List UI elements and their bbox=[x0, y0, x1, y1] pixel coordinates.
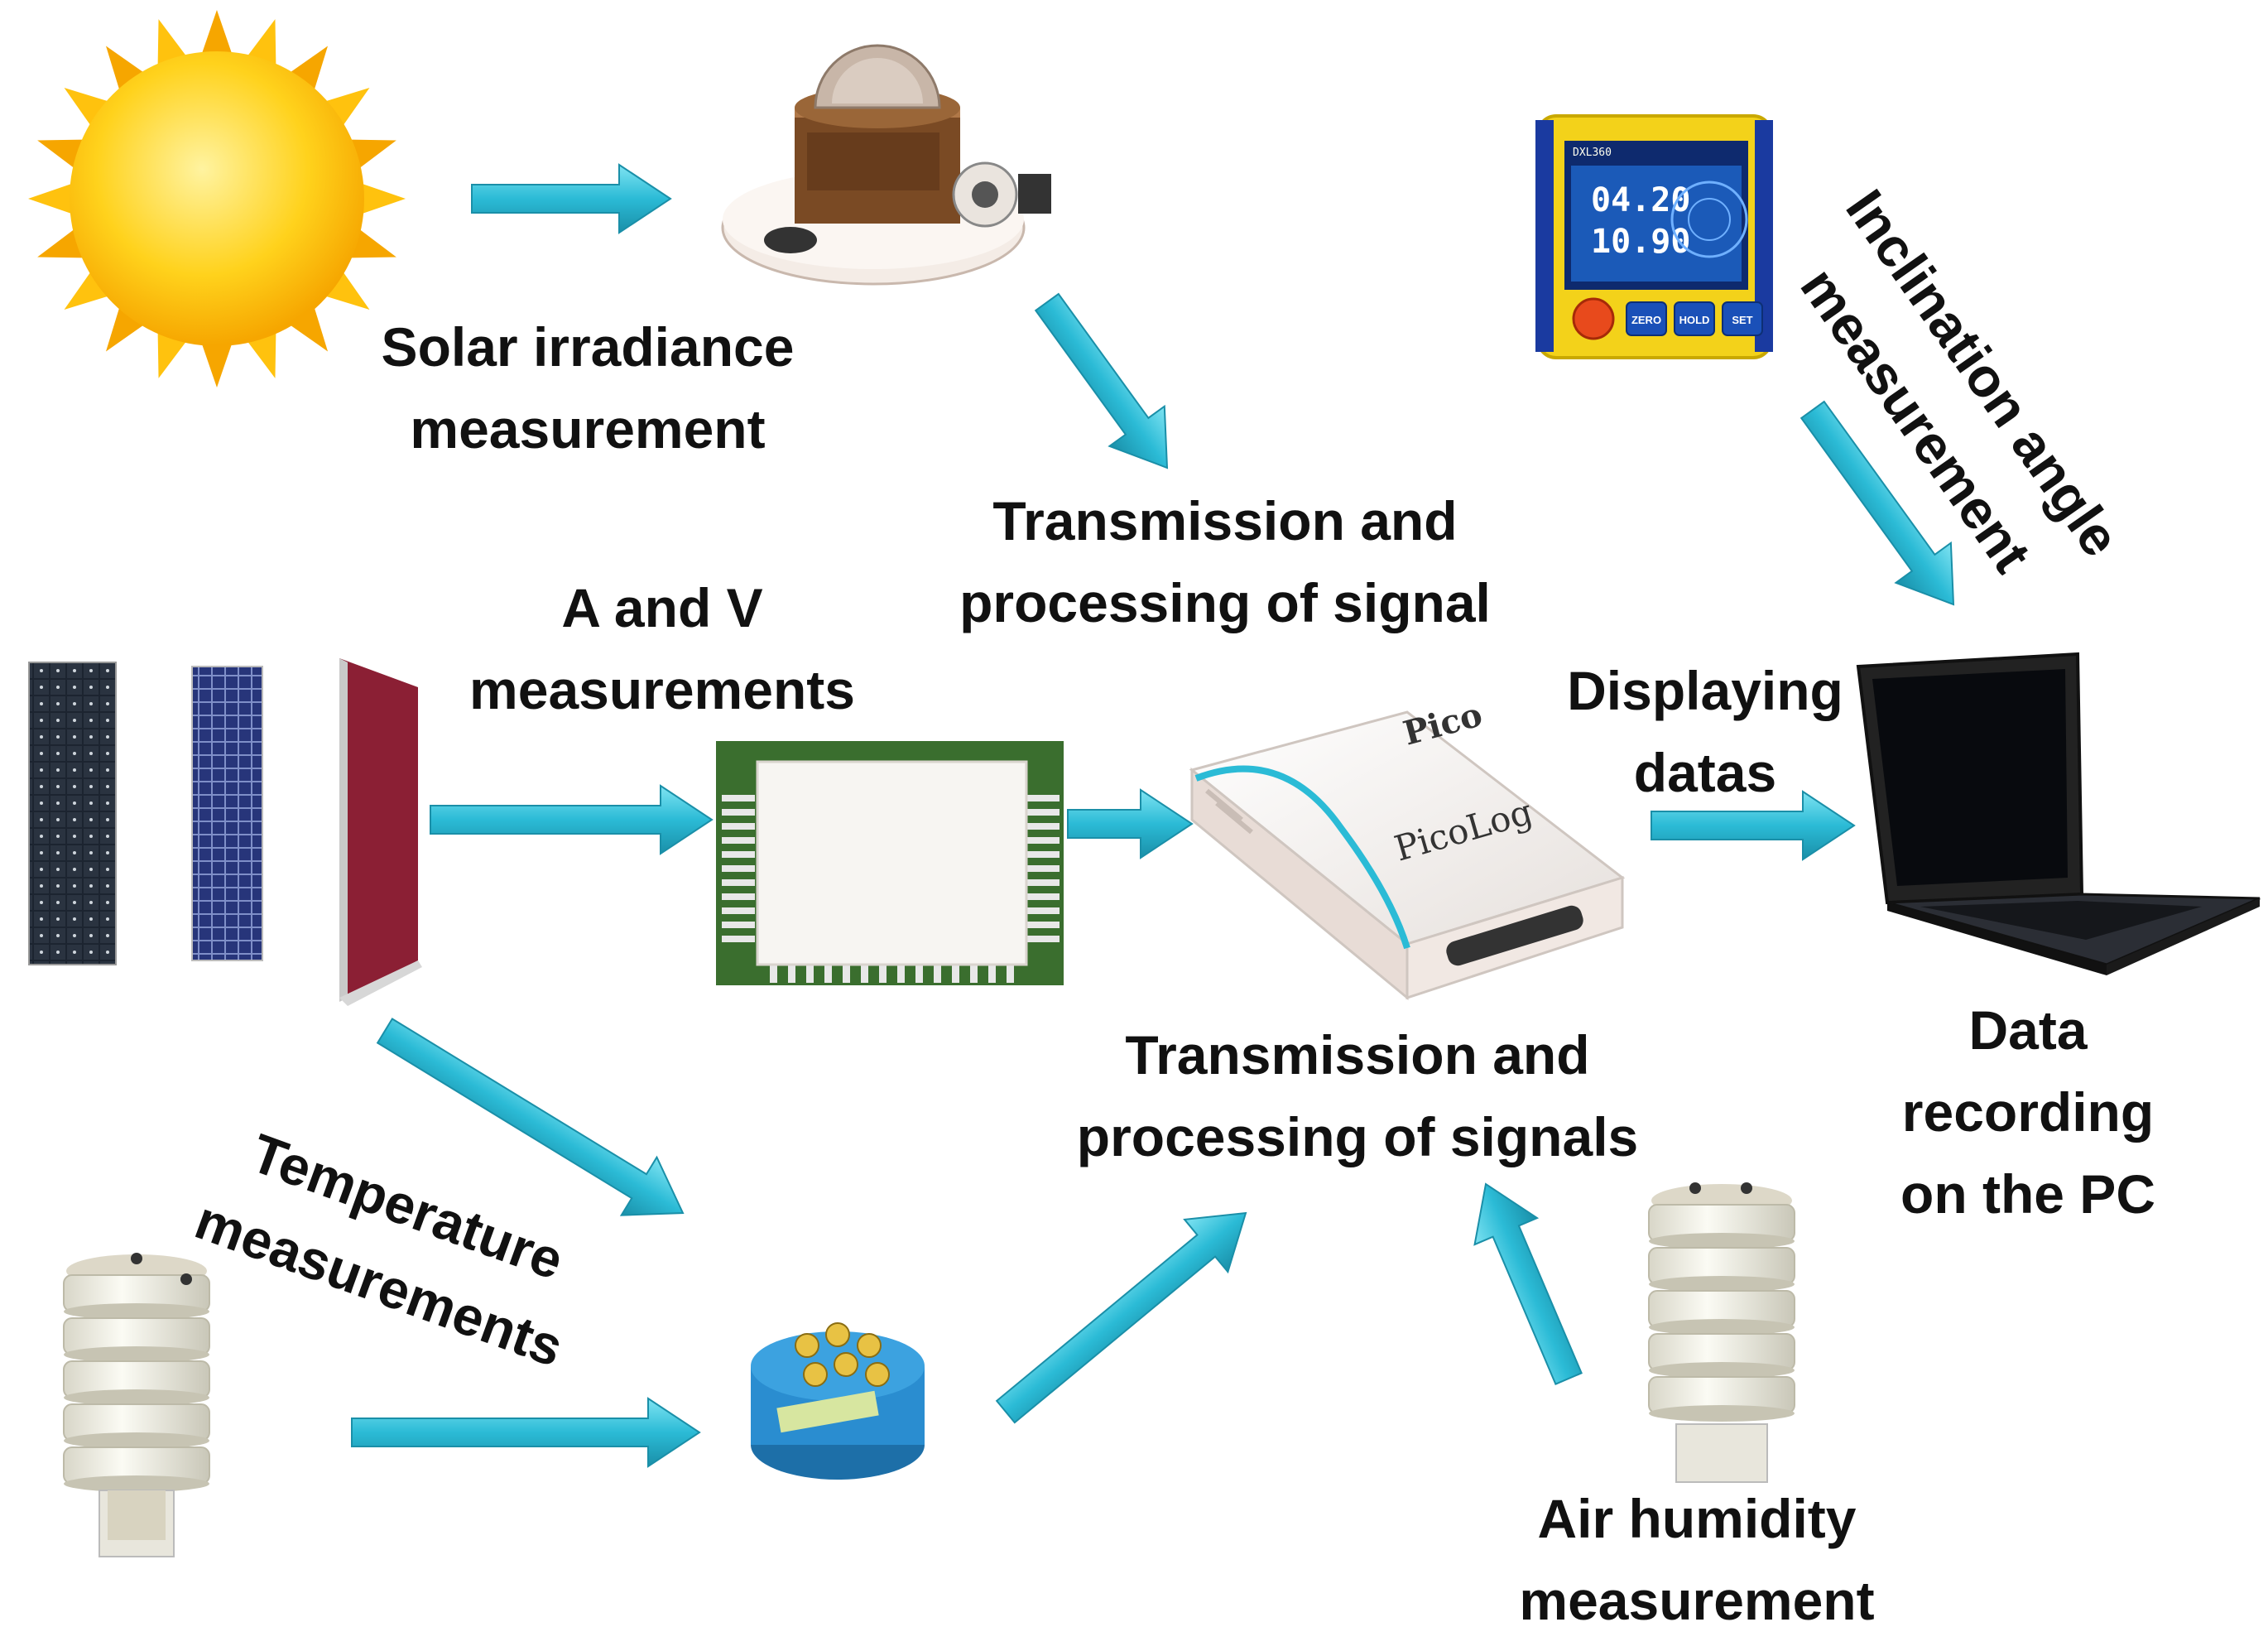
board-pin bbox=[722, 837, 755, 844]
flow-arrow bbox=[995, 1211, 1247, 1424]
board-pin bbox=[1026, 865, 1060, 872]
sun-ray bbox=[356, 181, 406, 216]
board-pin bbox=[915, 965, 923, 983]
board-pin bbox=[1026, 893, 1060, 900]
board-pin bbox=[934, 965, 941, 983]
board-pin bbox=[722, 893, 755, 900]
shield-plate-edge bbox=[64, 1303, 209, 1320]
sun-ray bbox=[199, 10, 234, 60]
board-pin bbox=[722, 809, 755, 816]
board-pin bbox=[952, 965, 959, 983]
temperature-transmitter-icon bbox=[751, 1322, 925, 1480]
terminal-screw bbox=[825, 1322, 850, 1347]
inclinometer-icon: DXL360 04.20 10.90 ZERO HOLD SET bbox=[1535, 114, 1773, 359]
board-pin bbox=[722, 936, 755, 942]
board-pin bbox=[722, 851, 755, 858]
inclinometer-button-label: ZERO bbox=[1631, 314, 1661, 326]
board-pin bbox=[1026, 907, 1060, 914]
flow-arrow bbox=[376, 1018, 685, 1216]
flow-arrow bbox=[1034, 292, 1169, 469]
board-pin bbox=[1026, 823, 1060, 830]
board-pin bbox=[879, 965, 887, 983]
terminal-screw bbox=[857, 1333, 882, 1358]
shield-plate-edge bbox=[1649, 1362, 1795, 1379]
board-pin bbox=[722, 865, 755, 872]
terminal-screw bbox=[834, 1352, 858, 1377]
board-pin bbox=[897, 965, 905, 983]
board-pin bbox=[988, 965, 996, 983]
terminal-screw bbox=[803, 1362, 828, 1387]
board-pin bbox=[770, 965, 777, 983]
board-pin bbox=[722, 823, 755, 830]
shield-plate-edge bbox=[64, 1389, 209, 1406]
shield-plate-edge bbox=[64, 1346, 209, 1363]
shield-plate-edge bbox=[64, 1475, 209, 1492]
inclinometer-button bbox=[1626, 301, 1667, 336]
board-pin bbox=[861, 965, 868, 983]
board-pin bbox=[788, 965, 795, 983]
shield-plate-edge bbox=[64, 1432, 209, 1449]
flow-arrow bbox=[1651, 790, 1856, 861]
flow-arrow bbox=[1800, 400, 1955, 606]
inclinometer-button bbox=[1722, 301, 1763, 336]
laptop-icon bbox=[1856, 652, 2261, 975]
temperature-sensor-shield-icon bbox=[63, 1253, 210, 1557]
shield-plate-edge bbox=[1649, 1233, 1795, 1249]
board-pin bbox=[1026, 809, 1060, 816]
solar-panels-icon bbox=[28, 658, 422, 1006]
flow-arrow bbox=[1067, 788, 1194, 859]
board-pin bbox=[843, 965, 850, 983]
board-pin bbox=[722, 879, 755, 886]
board-pin bbox=[1026, 922, 1060, 928]
shield-plate-edge bbox=[1649, 1319, 1795, 1336]
shield-plate-edge bbox=[1649, 1405, 1795, 1422]
board-pin bbox=[722, 795, 755, 801]
humidity-sensor-shield-icon bbox=[1648, 1182, 1795, 1483]
board-pin bbox=[1026, 879, 1060, 886]
board-pin bbox=[1026, 837, 1060, 844]
inclinometer-readout-1: 04.20 bbox=[1591, 181, 1690, 219]
board-pin bbox=[722, 922, 755, 928]
inclinometer-model: DXL360 bbox=[1573, 147, 1612, 159]
sun-ray bbox=[199, 338, 234, 387]
board-pin bbox=[824, 965, 832, 983]
pyranometer-icon bbox=[721, 44, 1051, 286]
flow-arrows bbox=[351, 163, 1955, 1468]
av-measurement-board-icon bbox=[716, 741, 1064, 985]
flow-arrow bbox=[471, 163, 672, 234]
inclinometer-button-label: SET bbox=[1732, 314, 1752, 326]
flow-arrow bbox=[351, 1397, 701, 1468]
inclinometer-readout-2: 10.90 bbox=[1591, 223, 1690, 261]
inclinometer-button bbox=[1674, 301, 1715, 336]
inclinometer-button-label: HOLD bbox=[1679, 314, 1710, 326]
board-pin bbox=[970, 965, 978, 983]
board-pin bbox=[1026, 936, 1060, 942]
board-pin bbox=[1026, 851, 1060, 858]
terminal-screw bbox=[795, 1333, 819, 1358]
board-pin bbox=[1007, 965, 1014, 983]
board-pin bbox=[806, 965, 814, 983]
flow-arrow bbox=[430, 784, 714, 855]
terminal-screw bbox=[865, 1362, 890, 1387]
board-pin bbox=[722, 907, 755, 914]
sun-icon bbox=[28, 10, 406, 387]
board-pin bbox=[1026, 795, 1060, 801]
picolog-data-logger-icon: Pico PicoLog bbox=[1189, 695, 1626, 1001]
flow-arrow bbox=[1473, 1182, 1583, 1385]
sun-ray bbox=[28, 181, 78, 216]
shield-plate-edge bbox=[1649, 1276, 1795, 1292]
